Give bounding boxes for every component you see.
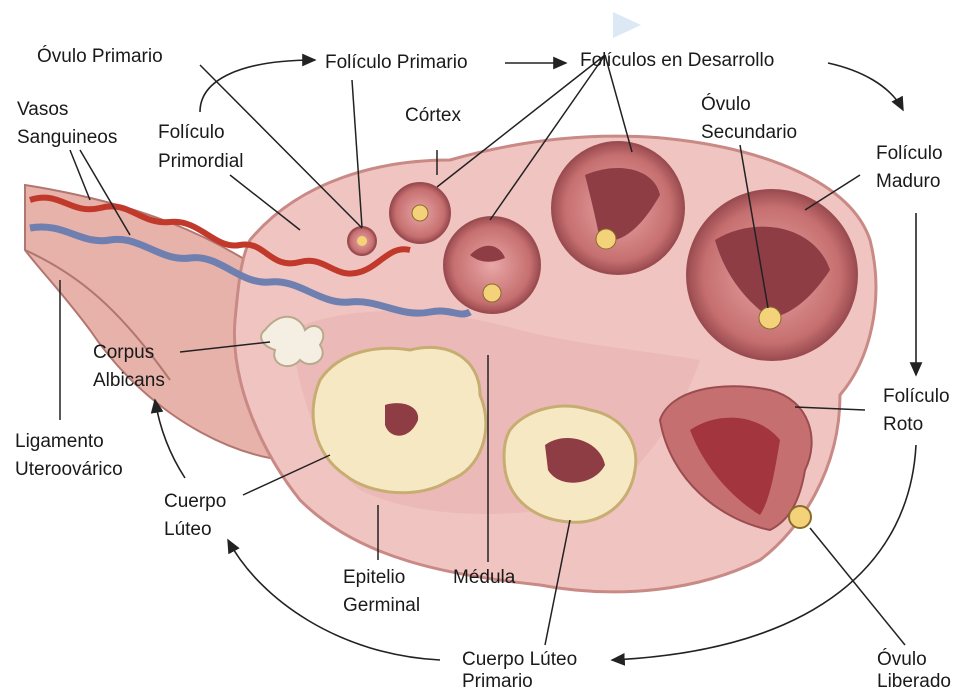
label-sanguineos: Sanguineos [17,126,117,150]
label-epitelio-2: Germinal [343,594,420,618]
label-foliculo-roto-2: Roto [883,413,923,437]
label-medula: Médula [453,566,515,590]
label-cortex: Córtex [405,104,461,128]
label-foliculo-maduro-2: Maduro [876,170,940,194]
label-foliculos-desarrollo: Folículos en Desarrollo [580,49,774,73]
label-ovulo-liberado-1: Óvulo [877,648,927,672]
label-corpus-albicans-2: Albicans [93,369,165,393]
label-cuerpo-luteo-2: Lúteo [164,518,212,542]
label-cuerpo-luteo-primario-2: Primario [462,670,533,694]
label-epitelio-1: Epitelio [343,566,405,590]
label-foliculo-maduro-1: Folículo [876,142,943,166]
label-ligamento-2: Uteroovárico [15,458,123,482]
arrow-developing-to-mature [828,63,903,110]
label-corpus-albicans-1: Corpus [93,341,154,365]
label-ligamento-1: Ligamento [15,430,104,454]
label-foliculo-primario: Folículo Primario [325,51,468,75]
label-foliculo-primordial-2: Primordial [158,150,244,174]
label-ovulo-primario: Óvulo Primario [37,45,163,69]
arrow-primordial-to-primary [200,60,315,112]
label-cuerpo-luteo-1: Cuerpo [164,490,226,514]
label-ovulo-secundario-2: Secundario [701,121,797,145]
label-ovulo-liberado-2: Liberado [877,670,951,694]
label-foliculo-roto-1: Folículo [883,385,950,409]
label-vasos: Vasos [17,98,68,122]
label-ovulo-secundario-1: Óvulo [701,93,751,117]
label-cuerpo-luteo-primario-1: Cuerpo Lúteo [462,648,577,672]
label-foliculo-primordial-1: Folículo [158,121,225,145]
